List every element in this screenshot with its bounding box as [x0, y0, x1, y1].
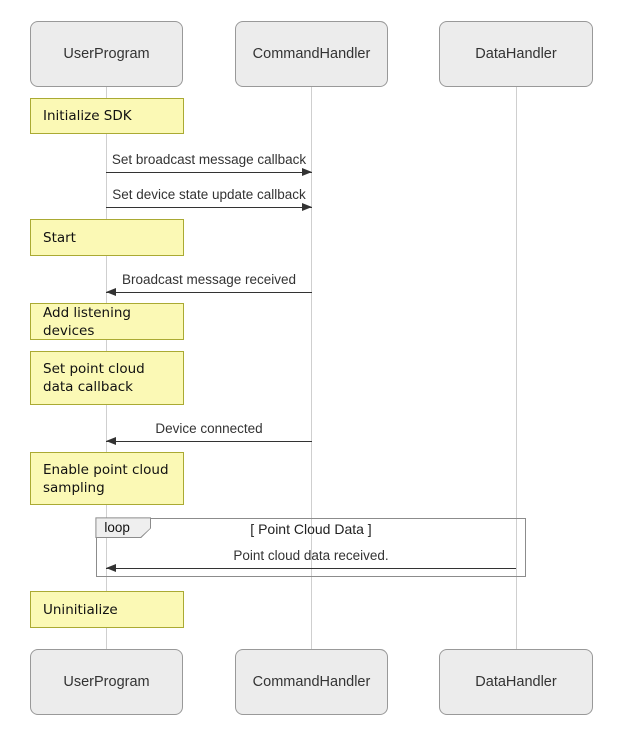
note-label: Uninitialize: [43, 601, 118, 618]
note-enable-point-cloud-sampling: Enable point cloud sampling: [30, 452, 184, 505]
message-point-cloud-data-received: Point cloud data received.: [106, 545, 516, 569]
message-broadcast-message-received: Broadcast message received: [106, 269, 312, 293]
participant-label: CommandHandler: [252, 674, 371, 690]
participant-label: UserProgram: [63, 674, 150, 690]
note-add-listening-devices: Add listening devices: [30, 303, 184, 340]
participant-bottom-datahandler: DataHandler: [439, 649, 593, 715]
participant-label: UserProgram: [63, 46, 150, 62]
message-label: Set device state update callback: [112, 187, 306, 202]
note-initialize-sdk: Initialize SDK: [30, 98, 184, 134]
participant-bottom-userprogram: UserProgram: [30, 649, 183, 715]
message-label: Device connected: [155, 421, 263, 436]
loop-tab-label: loop: [96, 518, 151, 538]
message-label: Broadcast message received: [121, 272, 297, 287]
note-label: Enable point cloud sampling: [43, 461, 169, 496]
loop-fragment: loop [ Point Cloud Data ]: [95, 517, 526, 577]
loop-tab: loop: [95, 517, 152, 539]
message-label: Set broadcast message callback: [111, 152, 307, 167]
lifeline-datahandler: [516, 87, 517, 649]
participant-label: CommandHandler: [252, 46, 371, 62]
participant-top-commandhandler: CommandHandler: [235, 21, 388, 87]
note-label: Set point cloud data callback: [43, 361, 145, 395]
arrow-left-icon: [106, 440, 312, 442]
participant-label: DataHandler: [475, 674, 557, 690]
message-set-device-state-update-callback: Set device state update callback: [106, 184, 312, 208]
participant-label: DataHandler: [475, 46, 557, 62]
note-label: Initialize SDK: [43, 108, 132, 124]
arrow-left-icon: [106, 291, 312, 293]
lifeline-commandhandler: [311, 87, 312, 649]
message-label: Point cloud data received.: [233, 548, 389, 563]
arrow-right-icon: [106, 206, 312, 208]
note-label: Start: [43, 229, 76, 246]
loop-condition: [ Point Cloud Data ]: [250, 521, 372, 537]
arrow-right-icon: [106, 171, 312, 173]
participant-top-userprogram: UserProgram: [30, 21, 183, 87]
note-start: Start: [30, 219, 184, 256]
participant-top-datahandler: DataHandler: [439, 21, 593, 87]
note-set-point-cloud-data-callback: Set point cloud data callback: [30, 351, 184, 405]
arrow-left-icon: [106, 567, 516, 569]
note-label: Add listening devices: [43, 304, 131, 339]
note-uninitialize: Uninitialize: [30, 591, 184, 628]
participant-bottom-commandhandler: CommandHandler: [235, 649, 388, 715]
message-set-broadcast-message-callback: Set broadcast message callback: [106, 149, 312, 173]
message-device-connected: Device connected: [106, 418, 312, 442]
